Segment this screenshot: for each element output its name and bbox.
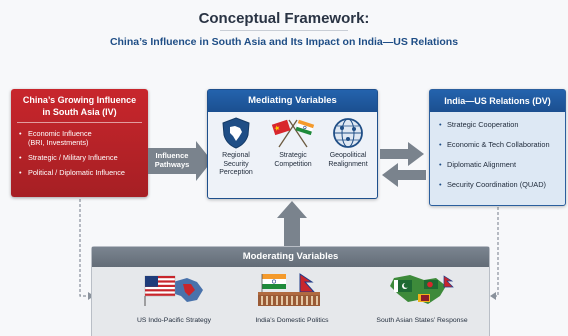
moderating-variables-box: Moderating Variables US Indo-Pacific Str… [91,246,490,336]
dependent-variable-box: India—US Relations (DV) • Strategic Coop… [429,89,566,206]
iv-item-label: Economic Influence [28,129,92,138]
india-parliament-icon [258,273,320,306]
mediating-variables-box: Mediating Variables Regional Security Pe… [207,89,378,199]
moderating-item-label: India’s Domestic Politics [255,317,329,324]
bullet-icon: • [439,140,442,149]
iv-heading: China’s Growing Influence in South Asia … [11,89,148,118]
dv-item-label: Security Coordination (QUAD) [447,180,546,189]
iv-heading-line2: in South Asia (IV) [42,107,117,117]
moderating-item-label: US Indo-Pacific Strategy [136,317,212,324]
globe-network-icon [333,118,363,148]
mediating-label-line3: Perception [219,169,253,176]
mediating-label-line2: Security [223,160,249,168]
mediating-label-line1: Regional [222,152,250,159]
shield-map-icon [222,117,250,149]
diagram-subtitle: China’s Influence in South Asia and Its … [109,36,459,48]
dv-item: • Diplomatic Alignment [439,160,561,169]
south-asia-flags-map-icon [390,275,454,304]
mediating-label-line2: Competition [274,160,312,168]
mediating-item-realignment: Geopolitical Realignment [320,117,376,169]
independent-variable-box: China’s Growing Influence in South Asia … [11,89,148,197]
moderating-to-mediating-arrow [277,201,307,246]
moderating-item-label: South Asian States’ Response [376,317,468,324]
dv-to-moderating-arrowhead [490,292,496,300]
dv-item: • Economic & Tech Collaboration [439,140,561,149]
dv-item: • Strategic Cooperation [439,120,561,129]
dv-item-list: • Strategic Cooperation • Economic & Tec… [430,112,565,189]
mediating-to-dv-arrow [380,142,424,166]
dv-item: • Security Coordination (QUAD) [439,180,561,189]
iv-item-sublabel: (BRI, Investments) [28,138,89,147]
bullet-icon: • [19,168,22,177]
title-divider [220,30,348,31]
mediating-label-line1: Geopolitical [329,152,367,159]
bullet-icon: • [439,120,442,129]
bullet-icon: • [19,153,22,162]
bullet-icon: • [19,129,22,138]
iv-item-label: Strategic / Military Influence [28,153,118,162]
iv-item-economic: • Economic Influence (BRI, Investments) [19,129,142,147]
pathway-label-line2: Pathways [154,160,190,169]
mediating-label-line1: Strategic [279,152,307,159]
dv-heading: India—US Relations (DV) [430,90,565,112]
moderating-item-india-politics: India’s Domestic Politics [232,272,352,324]
iv-heading-divider [17,122,142,123]
bullet-icon: • [439,160,442,169]
moderating-item-south-asia-response: South Asian States’ Response [362,272,482,324]
moderating-item-us-strategy: US Indo-Pacific Strategy [114,272,234,324]
bullet-icon: • [439,180,442,189]
crossed-flags-icon [271,119,315,148]
moderating-heading: Moderating Variables [92,247,489,267]
influence-pathway-label: Influence Pathways [148,151,196,169]
diagram-title: Conceptual Framework: [198,10,370,27]
mediating-item-security: Regional Security Perception [208,117,264,178]
influence-pathway-arrow [148,141,212,181]
dv-to-mediating-arrow [382,163,426,187]
iv-item-list: • Economic Influence (BRI, Investments) … [11,129,148,177]
mediating-item-competition: Strategic Competition [265,117,321,169]
iv-to-moderating-dashed-connector [79,199,88,297]
iv-item-strategic: • Strategic / Military Influence [19,153,142,162]
iv-heading-line1: China’s Growing Influence [22,95,137,105]
dv-item-label: Strategic Cooperation [447,120,519,129]
us-flag-map-icon [144,275,203,306]
mediating-label-line2: Realignment [328,160,368,168]
dv-item-label: Economic & Tech Collaboration [447,140,550,149]
iv-item-political: • Political / Diplomatic Influence [19,168,142,177]
dv-item-label: Diplomatic Alignment [447,160,517,169]
mediating-heading: Mediating Variables [208,90,377,112]
pathway-label-line1: Influence [155,151,189,160]
iv-item-label: Political / Diplomatic Influence [28,168,125,177]
